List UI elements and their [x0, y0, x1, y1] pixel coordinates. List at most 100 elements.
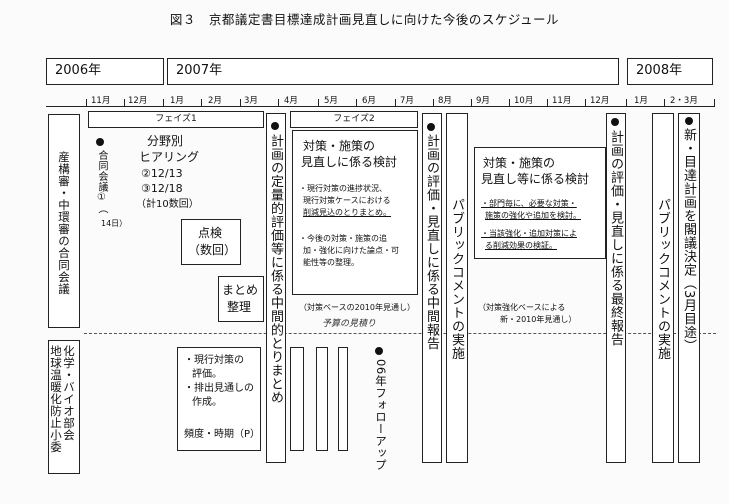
check-box: 点検 （数回） [181, 219, 241, 265]
joint-meeting-label: 産構審・中環審の合同会議 [57, 151, 71, 295]
month-label: 6月 [362, 96, 376, 106]
phase2-heading: 対策・施策の [303, 139, 376, 153]
milestone-dot [96, 138, 104, 146]
hearing-line: ③12/18 [141, 182, 183, 195]
month-tick [395, 99, 396, 107]
cabinet-box [678, 113, 700, 463]
subcommittee-label-box: 化学・バイオ部会 地球温暖化防止小委 [48, 340, 80, 474]
milestone-dot [427, 123, 435, 131]
milestone-dot [685, 117, 693, 125]
summary-line: まとめ [222, 283, 259, 297]
phase3-box: 対策・施策の 見直し等に係る検討 ・部門毎に、必要な対策・ 施策の強化や追加を検… [474, 147, 606, 259]
month-label: 4月 [284, 96, 298, 106]
phase3-bullet: る削減効果の検証。 [485, 241, 557, 250]
phase2-label: フェイズ2 [290, 111, 418, 128]
phase2-bullet: 能性等の整理。 [303, 258, 359, 267]
month-label: 12月 [128, 96, 148, 106]
month-tick [201, 99, 202, 107]
phase2-heading: 見直しに係る検討 [301, 155, 398, 169]
month-tick [163, 99, 164, 107]
year-2008: 2008年 [627, 58, 713, 85]
month-tick [124, 99, 125, 107]
sub-line: 作成。 [192, 397, 222, 408]
month-label: 5月 [324, 96, 338, 106]
followup-label: 06年フォローアップ [374, 359, 388, 471]
phase3-heading: 見直し等に係る検討 [481, 172, 590, 186]
sub-line: 頻度・時期（P） [184, 429, 261, 440]
month-tick [471, 99, 472, 107]
milestone-dot [611, 118, 619, 126]
month-tick [664, 99, 665, 107]
hearing-line: ②12/13 [141, 167, 183, 180]
month-tick [509, 99, 510, 107]
month-tick [278, 99, 279, 107]
subcommittee-label-1: 化学・バイオ部会 [62, 345, 76, 441]
milestone-dot [375, 347, 383, 355]
phase2-box: 対策・施策の 見直しに係る検討 ・現行対策の進捗状況、 現行対策ケースにおける … [292, 130, 418, 295]
joint-meeting-label-box: 産構審・中環審の合同会議 [48, 114, 80, 328]
year-2006: 2006年 [46, 58, 164, 85]
phase3-bullet: 施策の強化や追加を検討。 [485, 211, 581, 220]
followup-bar [290, 347, 304, 451]
phase2-bullet: 現行対策ケースにおける [303, 196, 391, 205]
month-tick [585, 99, 586, 107]
followup-bar [338, 347, 348, 451]
phase2-note: （対策ベースの2010年見通し） [299, 303, 415, 312]
hearing-block: 分野別 ヒアリング ②12/13 ③12/18 （計10数回） [133, 131, 225, 213]
month-label: 10月 [514, 96, 534, 106]
month-tick [714, 99, 715, 107]
month-tick [433, 99, 434, 107]
interim-report-label: 計画の評価・見直しに係る中間報告 [424, 134, 439, 350]
summary-line: 整理 [227, 300, 252, 314]
public-comment-1-label: パブリックコメントの実施 [449, 198, 464, 360]
phase2-bullet: ・今後の対策・施策の追 [299, 234, 387, 243]
check-line: 点検 [198, 226, 223, 240]
summary-box: まとめ 整理 [218, 276, 264, 322]
month-label: 2・3月 [670, 96, 698, 106]
year-2007: 2007年 [167, 58, 619, 85]
check-line: （数回） [188, 243, 237, 257]
followup-bar [316, 347, 328, 451]
milestone-dot [271, 122, 279, 130]
public-comment-2-box [652, 113, 674, 463]
phase1-label: フェイズ1 [88, 111, 264, 128]
month-label: 1月 [634, 96, 648, 106]
quantitative-eval-box [266, 113, 286, 463]
sub-line: 評価。 [192, 369, 222, 380]
section-divider [84, 333, 716, 334]
hearing-line: （計10数回） [136, 199, 199, 210]
month-label: 9月 [476, 96, 490, 106]
public-comment-2-label: パブリックコメントの実施 [655, 198, 670, 360]
phase2-bullet: ・現行対策の進捗状況、 [299, 184, 387, 193]
phase3-bullet: ・部門毎に、必要な対策・ [481, 199, 577, 208]
month-label: 11月 [552, 96, 572, 106]
cabinet-label: 新・目達計画を閣議決定（3月目途） [681, 128, 696, 353]
month-label: 8月 [438, 96, 452, 106]
month-label: 7月 [400, 96, 414, 106]
month-tick [318, 99, 319, 107]
month-tick [86, 99, 87, 107]
phase3-bullet: ・当該強化・追加対策によ [481, 229, 577, 238]
sub-line: ・現行対策の [184, 355, 244, 366]
handwritten-note: 予算の見積り [322, 319, 377, 329]
month-tick [240, 99, 241, 107]
hearing-line: ヒアリング [139, 150, 200, 164]
month-label: 1月 [170, 96, 184, 106]
hearing-line: 分野別 [147, 134, 184, 148]
month-tick [626, 99, 627, 107]
month-label: 12月 [590, 96, 610, 106]
joint-meeting-1-date: 14日） [101, 219, 128, 228]
subcommittee-label-2: 地球温暖化防止小委 [49, 345, 63, 453]
final-report-box [606, 113, 626, 463]
joint-meeting-1: 合同会議①（ [96, 150, 107, 214]
month-label: 11月 [91, 96, 111, 106]
sub-committee-box: ・現行対策の 評価。 ・排出見通しの 作成。 頻度・時期（P） [177, 347, 261, 451]
sub-line: ・排出見通しの [184, 383, 254, 394]
phase3-heading: 対策・施策の [483, 156, 556, 170]
public-comment-1-box [446, 113, 468, 463]
phase3-note: （対策強化ベースによる [478, 303, 566, 312]
month-label: 2月 [208, 96, 222, 106]
month-tick [356, 99, 357, 107]
month-label: 3月 [244, 96, 258, 106]
